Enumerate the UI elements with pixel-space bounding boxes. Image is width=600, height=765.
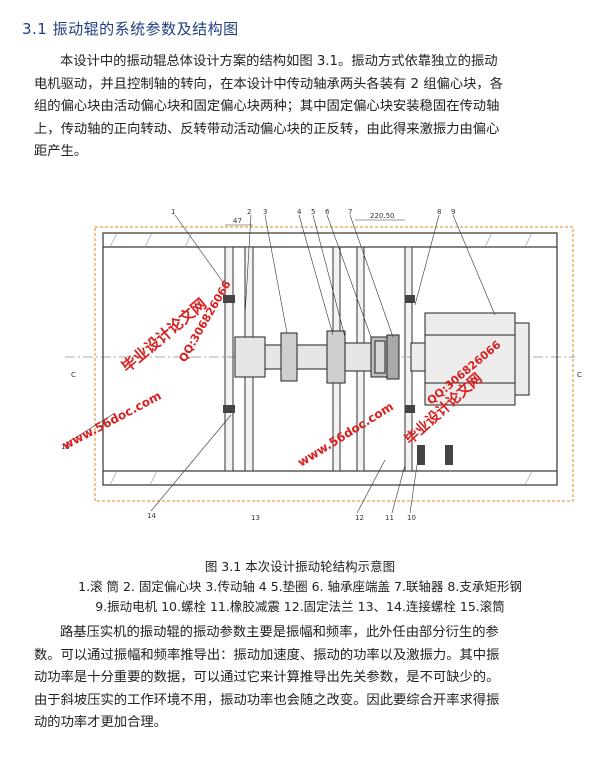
callout-7: 7 [348,208,352,216]
callout-8: 8 [437,208,441,216]
callout-11: 11 [385,514,394,522]
paragraph-line: 上，传动轴的正向转动、反转带动活动偏心块的正反转，由此得来激振力由偏心 [34,121,500,137]
callout-6: 6 [325,208,330,216]
shell-hatching [109,232,533,486]
drawing-frame [94,226,574,502]
callout-10: 10 [407,514,416,522]
callout-5: 5 [311,208,315,216]
callout-14: 14 [147,512,156,520]
parameters-paragraph: 路基压实机的振动辊的振动参数主要是振幅和频率，此外任由部分衍生的参 数。可以通过… [34,622,568,735]
figure-legend-line: 1.滚 筒 2. 固定偏心块 3.传动轴 4 5.垫圈 6. 轴承座端盖 7.联… [78,579,522,594]
callout-12: 12 [355,514,364,522]
paragraph-line: 电机驱动，并且控制轴的转向，在本设计中传动轴承两头各装有 2 组偏心块，各 [34,76,504,92]
coupling [374,334,400,380]
vibration-roller-drawing: 47 220.50 C C 1 2 3 4 5 6 7 8 9 10 11 [60,208,582,522]
figure-caption: 图 3.1 本次设计振动轮结构示意图 [204,559,396,574]
callout-9: 9 [451,208,455,216]
paragraph-line: 数。可以通过振幅和频率推导出：振动加速度、振动的功率以及激振力。其中振 [34,647,500,663]
callout-1: 1 [171,208,175,216]
callout-numbers: 1 2 3 4 5 6 7 8 9 10 11 12 13 14 15 [61,208,455,522]
watermark-url-right: www.56doc.com [295,399,396,469]
paragraph-line: 动的功率才更加合理。 [34,715,167,730]
paragraph-line: 由于斜坡压实的工作环境不用，振动功率也会随之改变。因此要综合开率求得振 [34,692,500,708]
vibration-motor [410,312,530,406]
section-mark-right: C [577,371,582,379]
section-mark-left: C [71,371,76,379]
callout-3: 3 [263,208,267,216]
paragraph-line: 距产生。 [34,144,88,159]
section-marks: C C [71,371,582,379]
callout-2: 2 [247,208,251,216]
bolts [223,295,453,465]
callout-leaders [66,214,496,514]
callout-15: 15 [61,443,70,451]
paragraph-line: 本设计中的振动辊总体设计方案的结构如图 3.1。振动方式依靠独立的振动 [60,54,498,69]
paragraph-line: 组的偏心块由活动偏心块和固定偏心块两种；其中固定偏心块安装稳固在传动轴 [34,99,500,114]
paragraph-line: 路基压实机的振动辊的振动参数主要是振幅和频率，此外任由部分衍生的参 [60,625,499,640]
transmission-shaft [234,330,388,384]
figure-legend-line: 9.振动电机 10.螺栓 11.橡胶减震 12.固定法兰 13、14.连接螺栓 … [95,599,505,614]
paragraph-line: 动功率是十分重要的数据，可以通过它来计算推导出先关参数，是不可缺少的。 [34,670,500,685]
dimension-220-50: 220.50 [370,212,395,220]
dimension-labels: 47 220.50 [233,212,395,225]
watermark-url-left: www.56doc.com [60,389,164,453]
section-heading: 3.1 振动辊的系统参数及结构图 [22,20,239,38]
callout-13: 13 [251,514,260,522]
callout-4: 4 [297,208,302,216]
dimension-47: 47 [233,217,242,225]
intro-paragraph: 本设计中的振动辊总体设计方案的结构如图 3.1。振动方式依靠独立的振动 电机驱动… [34,51,568,164]
drum-shell [102,232,558,486]
